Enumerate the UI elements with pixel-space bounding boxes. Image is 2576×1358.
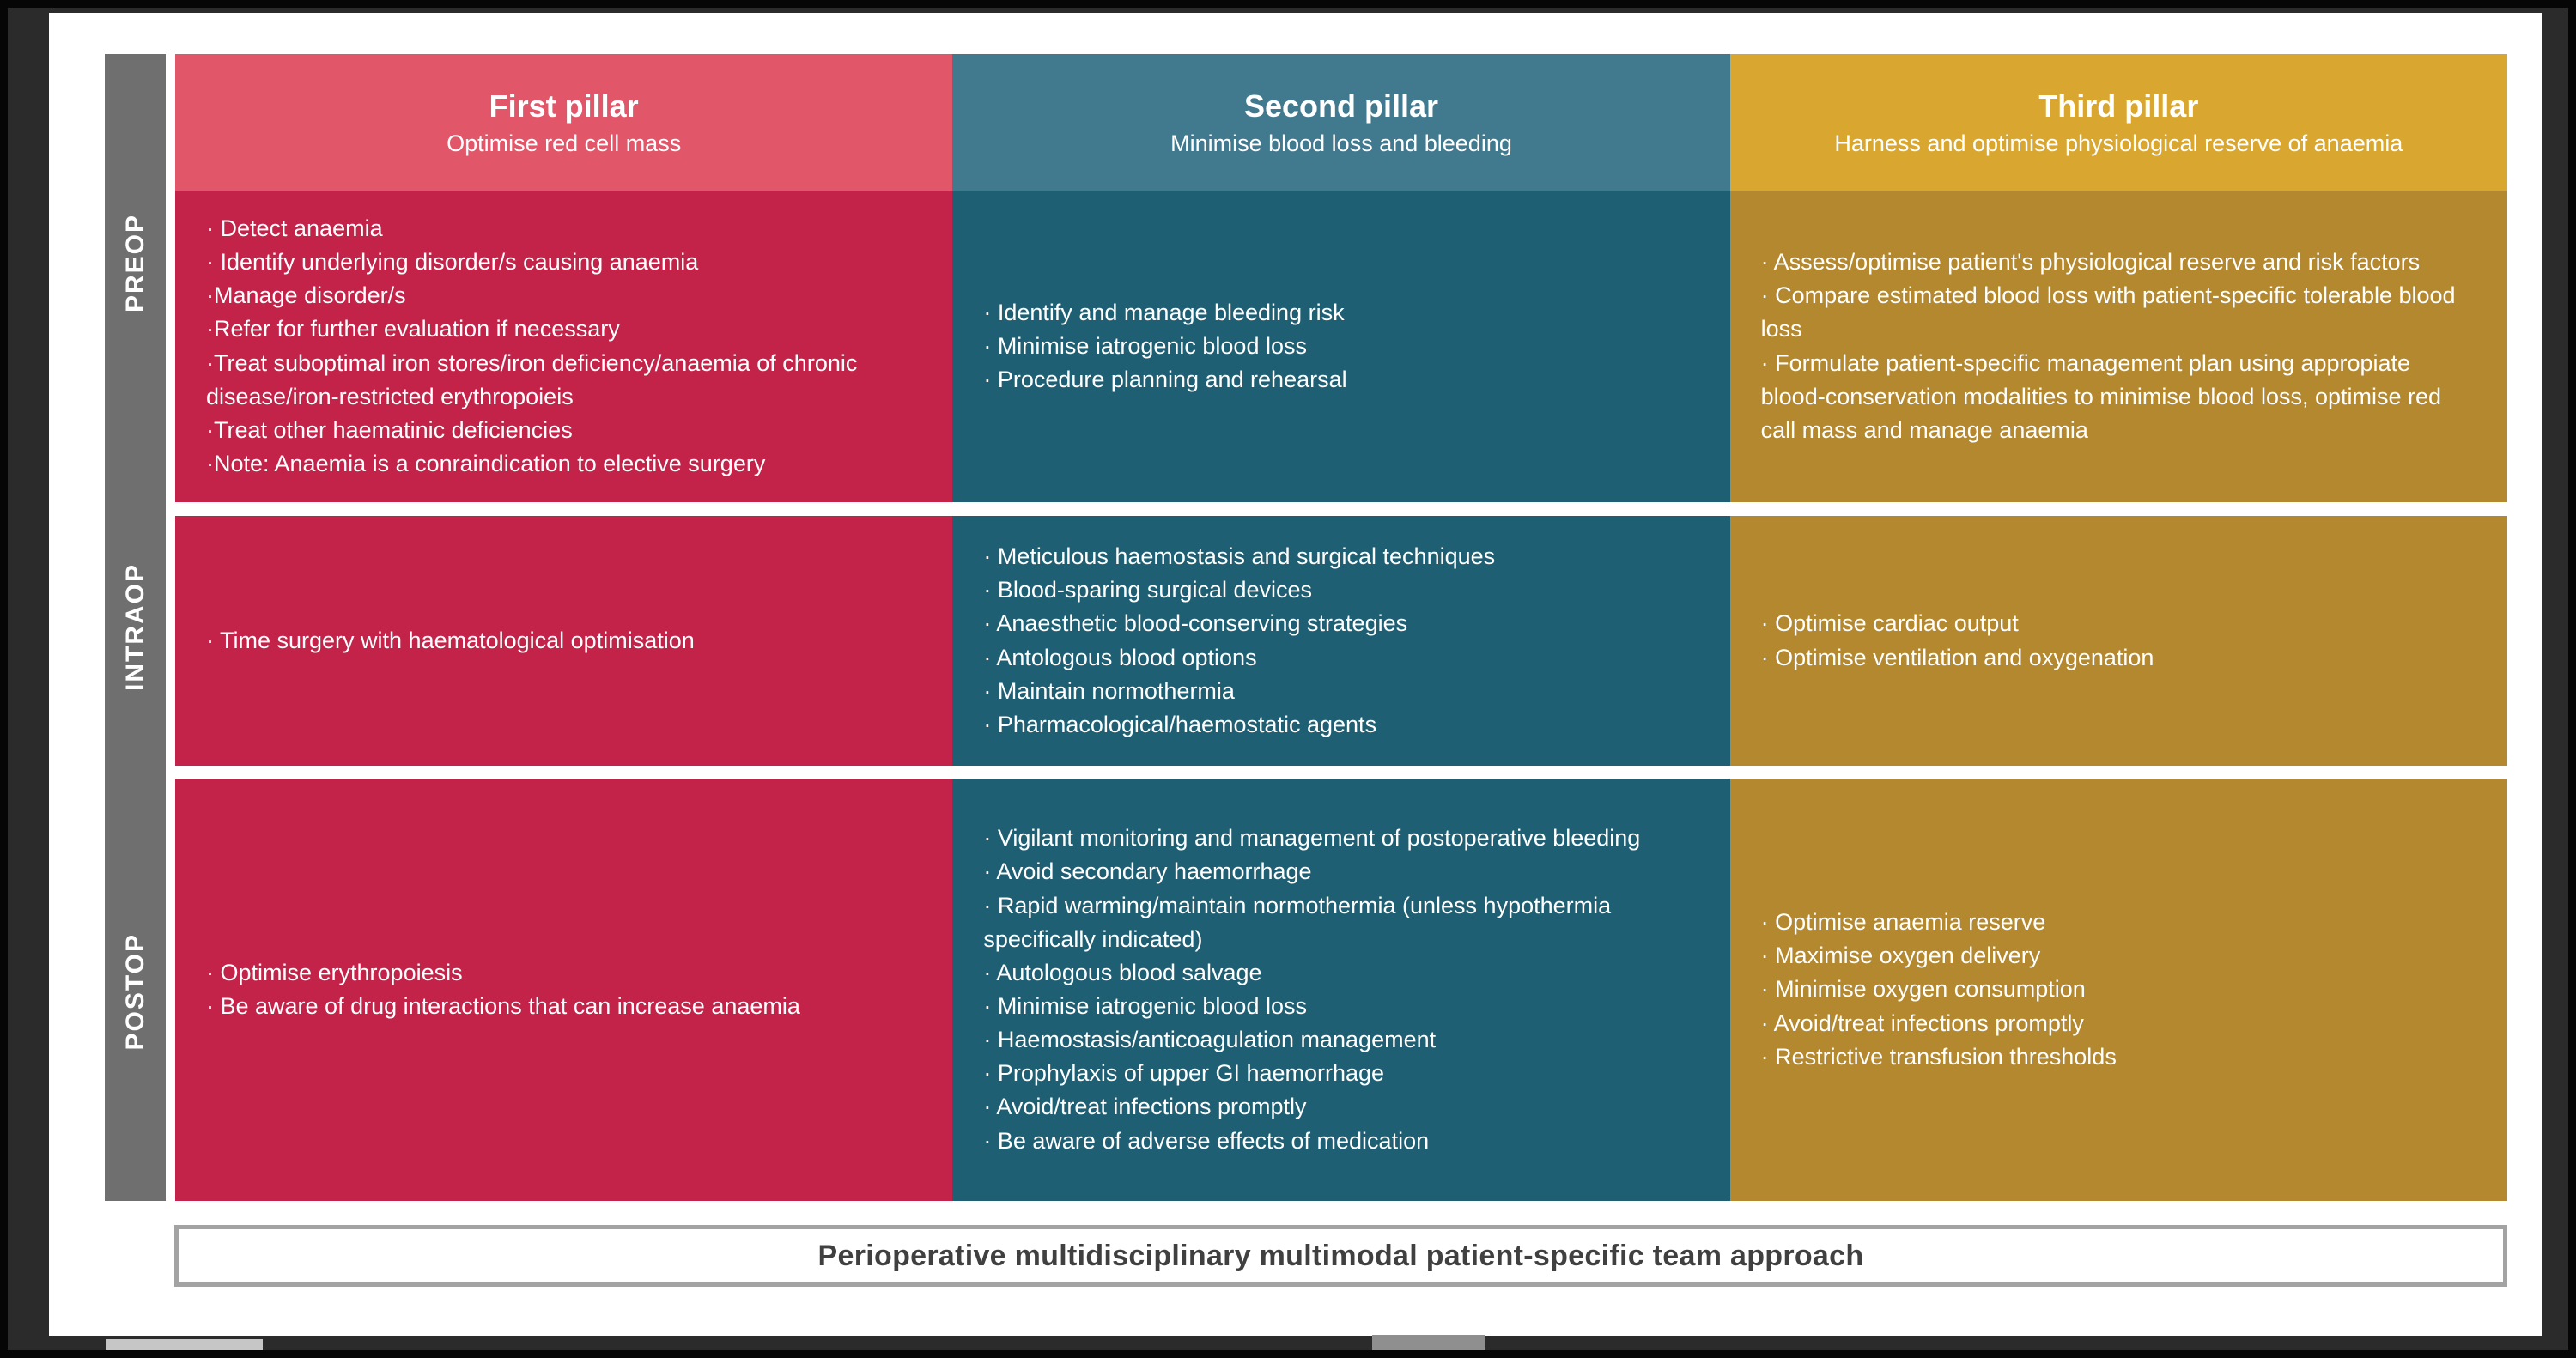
cell-text: · Identify and manage bleeding risk · Mi… [983,299,1347,393]
cell-text: · Assess/optimise patient's physiologica… [1760,249,2456,443]
cell-intraop-third-pillar: · Optimise cardiac output · Optimise ven… [1729,516,2507,766]
partial-element-bottom-center [1372,1335,1485,1350]
row-label-intraop: INTRAOP [120,563,149,692]
cell-preop-second-pillar: · Identify and manage bleeding risk · Mi… [952,191,1730,502]
partial-element-bottom-left [106,1339,263,1350]
cell-text: · Optimise anaemia reserve · Maximise ox… [1760,909,2117,1070]
pillar-title-first: First pillar [489,88,639,124]
row-label-seg-postop: POSTOP [105,783,166,1201]
cell-intraop-second-pillar: · Meticulous haemostasis and surgical te… [952,516,1730,766]
cell-text: · Time surgery with haematological optim… [206,627,695,653]
figure-page: PREOP INTRAOP POSTOP First pillar Optimi… [49,13,2542,1336]
cell-postop-third-pillar: · Optimise anaemia reserve · Maximise ox… [1729,779,2507,1201]
cell-preop-third-pillar: · Assess/optimise patient's physiologica… [1729,191,2507,502]
row-label-postop: POSTOP [120,933,149,1051]
pillars-table: PREOP INTRAOP POSTOP First pillar Optimi… [105,54,2507,1201]
row-label-column: PREOP INTRAOP POSTOP [105,54,166,1201]
pillar-header-third: Third pillar Harness and optimise physio… [1729,54,2507,191]
cell-text: · Detect anaemia · Identify underlying d… [206,215,858,476]
cell-text: · Vigilant monitoring and management of … [983,825,1641,1154]
cell-text: · Optimise cardiac output · Optimise ven… [1760,610,2154,670]
cell-intraop-first-pillar: · Time surgery with haematological optim… [175,516,953,766]
row-label-preop: PREOP [120,213,149,312]
team-approach-banner: Perioperative multidisciplinary multimod… [174,1225,2507,1287]
pillar-header-first: First pillar Optimise red cell mass [175,54,953,191]
pillar-title-third: Third pillar [2038,88,2199,124]
cell-postop-second-pillar: · Vigilant monitoring and management of … [952,779,1730,1201]
pillar-subtitle-second: Minimise blood loss and bleeding [1170,130,1512,156]
pillar-title-second: Second pillar [1243,88,1439,124]
pillar-header-second: Second pillar Minimise blood loss and bl… [952,54,1730,191]
cell-text: · Meticulous haemostasis and surgical te… [983,543,1496,737]
row-label-seg-preop: PREOP [105,54,166,471]
pillar-subtitle-third: Harness and optimise physiological reser… [1834,130,2403,156]
row-label-seg-intraop: INTRAOP [105,471,166,783]
pillar-subtitle-first: Optimise red cell mass [447,130,682,156]
cell-postop-first-pillar: · Optimise erythropoiesis · Be aware of … [175,779,953,1201]
team-approach-banner-text: Perioperative multidisciplinary multimod… [817,1239,1864,1272]
cell-preop-first-pillar: · Detect anaemia · Identify underlying d… [175,191,953,502]
cell-text: · Optimise erythropoiesis · Be aware of … [206,959,800,1019]
